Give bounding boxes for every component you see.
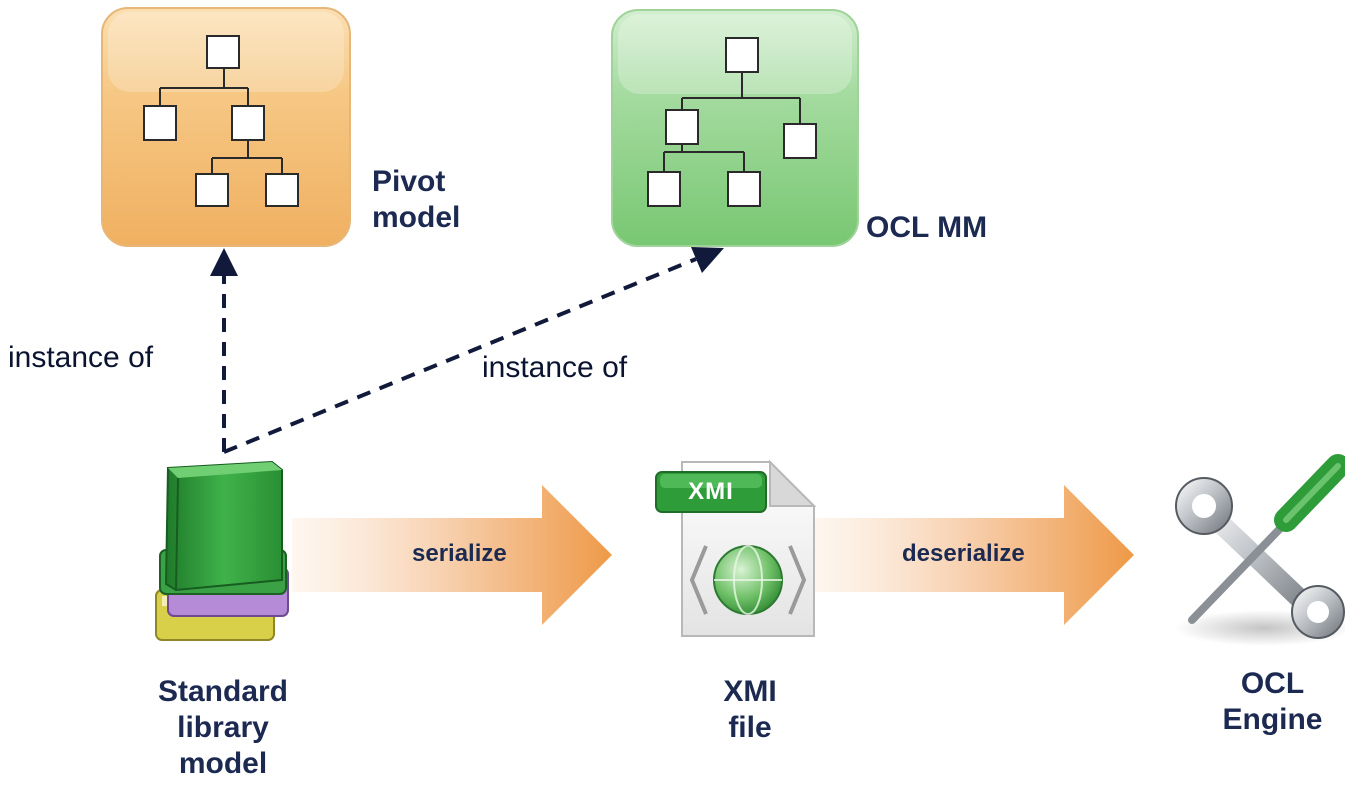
pivot-model-label: Pivot model [372, 164, 492, 236]
deserialize-label: deserialize [902, 540, 1025, 567]
pivot-model-label-line1: Pivot [372, 165, 446, 198]
pivot-model-icon [101, 7, 351, 247]
flow-arrows [292, 485, 1134, 625]
deserialize-arrow [812, 485, 1134, 625]
xmi-file-line2: file [728, 711, 772, 744]
arrowhead-diag-icon [691, 247, 724, 273]
standard-library-line1: Standard [157, 675, 289, 708]
tree-lines [663, 72, 801, 172]
books-icon [155, 460, 289, 641]
serialize-label: serialize [412, 540, 507, 567]
pivot-model-label-line2: model [372, 201, 461, 234]
ocl-engine-line1: OCL [1240, 667, 1305, 700]
xmi-file-icon [655, 459, 817, 637]
tree-boxes [647, 37, 817, 207]
instance-of-oclmm-label: instance of [482, 351, 628, 384]
xmi-badge-text: XMI [688, 478, 734, 505]
xmi-file-line1: XMI [723, 675, 777, 708]
ocl-mm-label: OCL MM [866, 211, 988, 244]
tools-icon [1174, 454, 1345, 646]
ocl-mm-icon [611, 9, 859, 247]
standard-library-line2: library [177, 711, 269, 744]
xmi-file-label: XMI file [680, 674, 820, 746]
tree-lines [159, 68, 283, 174]
instance-of-pivot-label: instance of [8, 341, 154, 374]
ocl-engine-line2: Engine [1222, 703, 1323, 736]
standard-library-label: Standard library model [118, 674, 328, 782]
instance-of-arrows [210, 247, 724, 454]
arrowhead-up-icon [210, 248, 238, 276]
tree-boxes [143, 35, 299, 207]
dashed-arrow-to-oclmm [223, 257, 697, 454]
serialize-arrow [292, 485, 612, 625]
ocl-engine-label: OCL Engine [1200, 666, 1345, 738]
standard-library-line3: model [178, 747, 268, 780]
